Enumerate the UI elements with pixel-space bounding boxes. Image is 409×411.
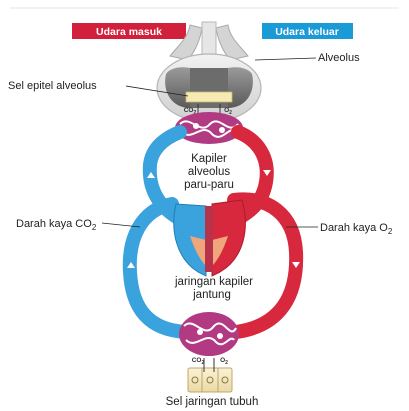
tissue-capillary-bed [179, 312, 239, 356]
heart-capillary-label-1: jaringan kapiler [174, 276, 253, 288]
air-out-label: Udara keluar [275, 26, 339, 38]
tissue-cell-block [188, 368, 232, 392]
capillary-gap-2 [219, 127, 225, 133]
heart-left-side [212, 200, 245, 276]
svg-text:O2: O2 [220, 357, 228, 366]
svg-text:CO2: CO2 [192, 357, 205, 366]
o2-top-subscript: 2 [229, 110, 232, 116]
heart [174, 200, 246, 276]
epithelial-cell-layer [186, 92, 232, 102]
alveolus-leader-line [255, 58, 316, 60]
heart-capillary-label-2: jantung [192, 289, 231, 301]
bronchiole-trunk [202, 22, 216, 58]
epithelial-cell-label: Sel epitel alveolus [8, 80, 97, 92]
alveolus-label: Alveolus [318, 52, 360, 64]
heart-septum [205, 206, 213, 272]
tissue-gap-1 [197, 329, 203, 335]
co2-rich-blood-subscript: 2 [92, 223, 97, 232]
o2-rich-blood-label: Darah kaya O [320, 222, 388, 234]
svg-text:Darah kaya CO2: Darah kaya CO2 [16, 218, 97, 232]
air-in-label: Udara masuk [96, 26, 162, 38]
o2-rich-blood-subscript: 2 [388, 227, 393, 236]
co2-top-label: CO [184, 107, 194, 114]
air-out-badge: Udara keluar [262, 23, 353, 39]
tissue-capillary-network [179, 312, 239, 356]
alveolar-capillary-label-3: paru-paru [184, 179, 234, 191]
capillary-gap-1 [193, 123, 199, 129]
co2-bottom-label: CO [192, 357, 202, 364]
svg-text:Darah kaya O2: Darah kaya O2 [320, 222, 393, 236]
alveolar-capillary-label-2: alveolus [188, 166, 230, 178]
air-in-badge: Udara masuk [72, 23, 186, 39]
tissue-gap-2 [217, 333, 223, 339]
co2-rich-blood-label: Darah kaya CO [16, 218, 92, 230]
alveolar-capillary-label-1: Kapiler [191, 153, 227, 165]
body-tissue-cells-label: Sel jaringan tubuh [166, 396, 259, 408]
alveolus-sac: CO2 O2 [157, 54, 261, 122]
o2-bottom-subscript: 2 [225, 360, 228, 366]
